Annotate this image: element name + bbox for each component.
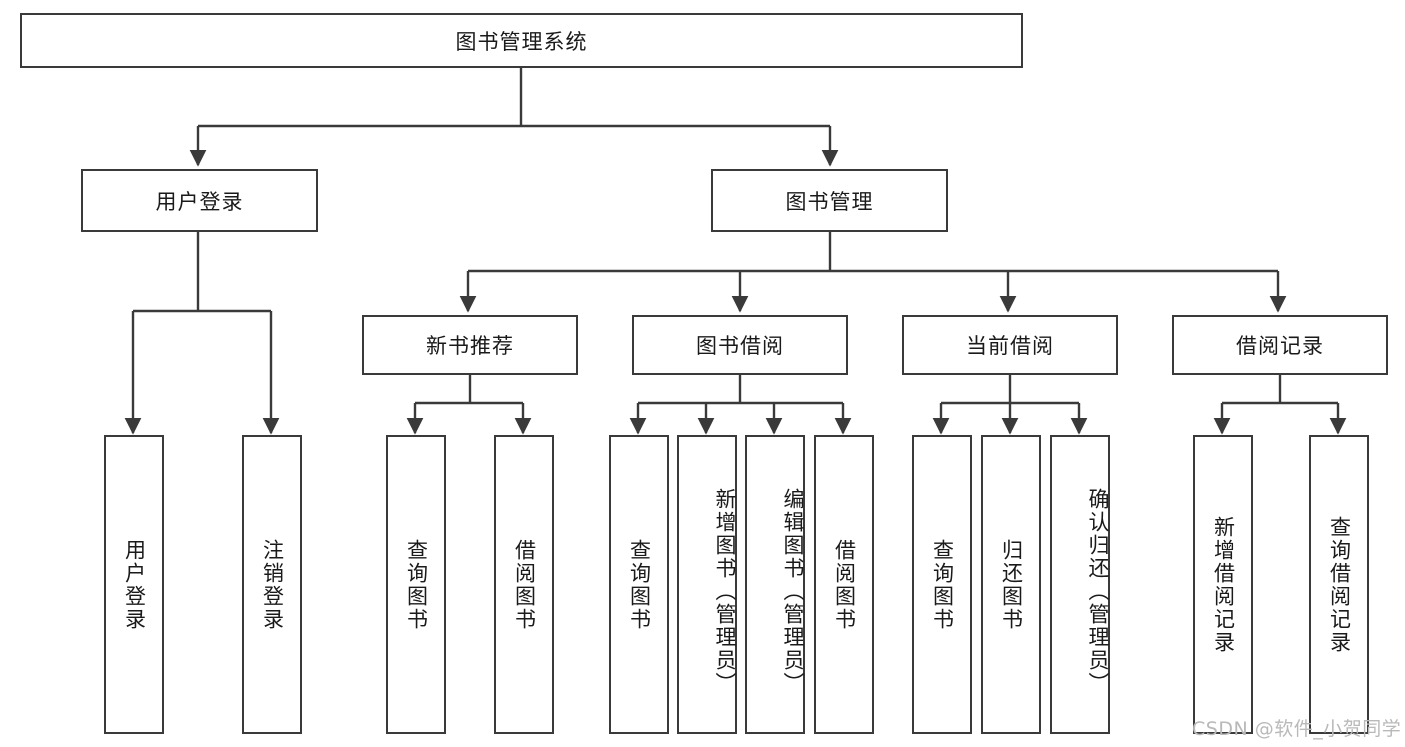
leaf-user-login-logout[interactable]: 注销登录 [242, 435, 302, 734]
csdn-watermark: CSDN @软件_小贺同学 [1192, 718, 1402, 740]
node-root[interactable]: 图书管理系统 [20, 13, 1023, 68]
node-current-borrow-label: 当前借阅 [966, 334, 1054, 358]
node-current-borrow[interactable]: 当前借阅 [902, 315, 1118, 375]
node-book-management[interactable]: 图书管理 [711, 169, 948, 232]
leaf-borrow-query-book[interactable]: 查询图书 [609, 435, 669, 734]
leaf-label: 查询图书 [627, 538, 652, 631]
leaf-label: 归还图书 [999, 538, 1024, 631]
node-book-borrow-label: 图书借阅 [696, 334, 784, 358]
leaf-label: 查询图书 [930, 538, 955, 631]
leaf-label: 查询图书 [404, 538, 429, 631]
leaf-borrow-borrow-book[interactable]: 借阅图书 [814, 435, 874, 734]
leaf-borrow-add-book[interactable]: 新增图书（管理员） [677, 435, 737, 734]
leaf-label: 新增借阅记录 [1211, 515, 1236, 654]
node-user-login[interactable]: 用户登录 [81, 169, 318, 232]
leaf-label: 借阅图书 [512, 538, 537, 631]
node-user-login-label: 用户登录 [155, 189, 244, 214]
leaf-current-return-book[interactable]: 归还图书 [981, 435, 1041, 734]
node-new-book-recommend[interactable]: 新书推荐 [362, 315, 578, 375]
leaf-borrow-edit-book[interactable]: 编辑图书（管理员） [745, 435, 805, 734]
leaf-new-book-query[interactable]: 查询图书 [386, 435, 446, 734]
node-root-label: 图书管理系统 [455, 29, 588, 54]
leaf-label: 查询借阅记录 [1327, 515, 1352, 654]
leaf-label: 注销登录 [260, 538, 285, 631]
leaf-new-book-borrow[interactable]: 借阅图书 [494, 435, 554, 734]
leaf-record-add[interactable]: 新增借阅记录 [1193, 435, 1253, 734]
leaf-label: 用户登录 [122, 538, 147, 631]
leaf-label: 确认归还（管理员） [1086, 488, 1110, 695]
node-new-book-recommend-label: 新书推荐 [426, 334, 514, 358]
leaf-record-query[interactable]: 查询借阅记录 [1309, 435, 1369, 734]
node-book-borrow[interactable]: 图书借阅 [632, 315, 848, 375]
leaf-label: 借阅图书 [832, 538, 857, 631]
node-borrow-record-label: 借阅记录 [1236, 334, 1324, 358]
leaf-current-confirm-return[interactable]: 确认归还（管理员） [1050, 435, 1110, 734]
leaf-label: 新增图书（管理员） [713, 488, 737, 695]
leaf-label: 编辑图书（管理员） [781, 488, 805, 695]
leaf-user-login-login[interactable]: 用户登录 [104, 435, 164, 734]
node-book-management-label: 图书管理 [785, 189, 874, 214]
node-borrow-record[interactable]: 借阅记录 [1172, 315, 1388, 375]
leaf-current-query-book[interactable]: 查询图书 [912, 435, 972, 734]
